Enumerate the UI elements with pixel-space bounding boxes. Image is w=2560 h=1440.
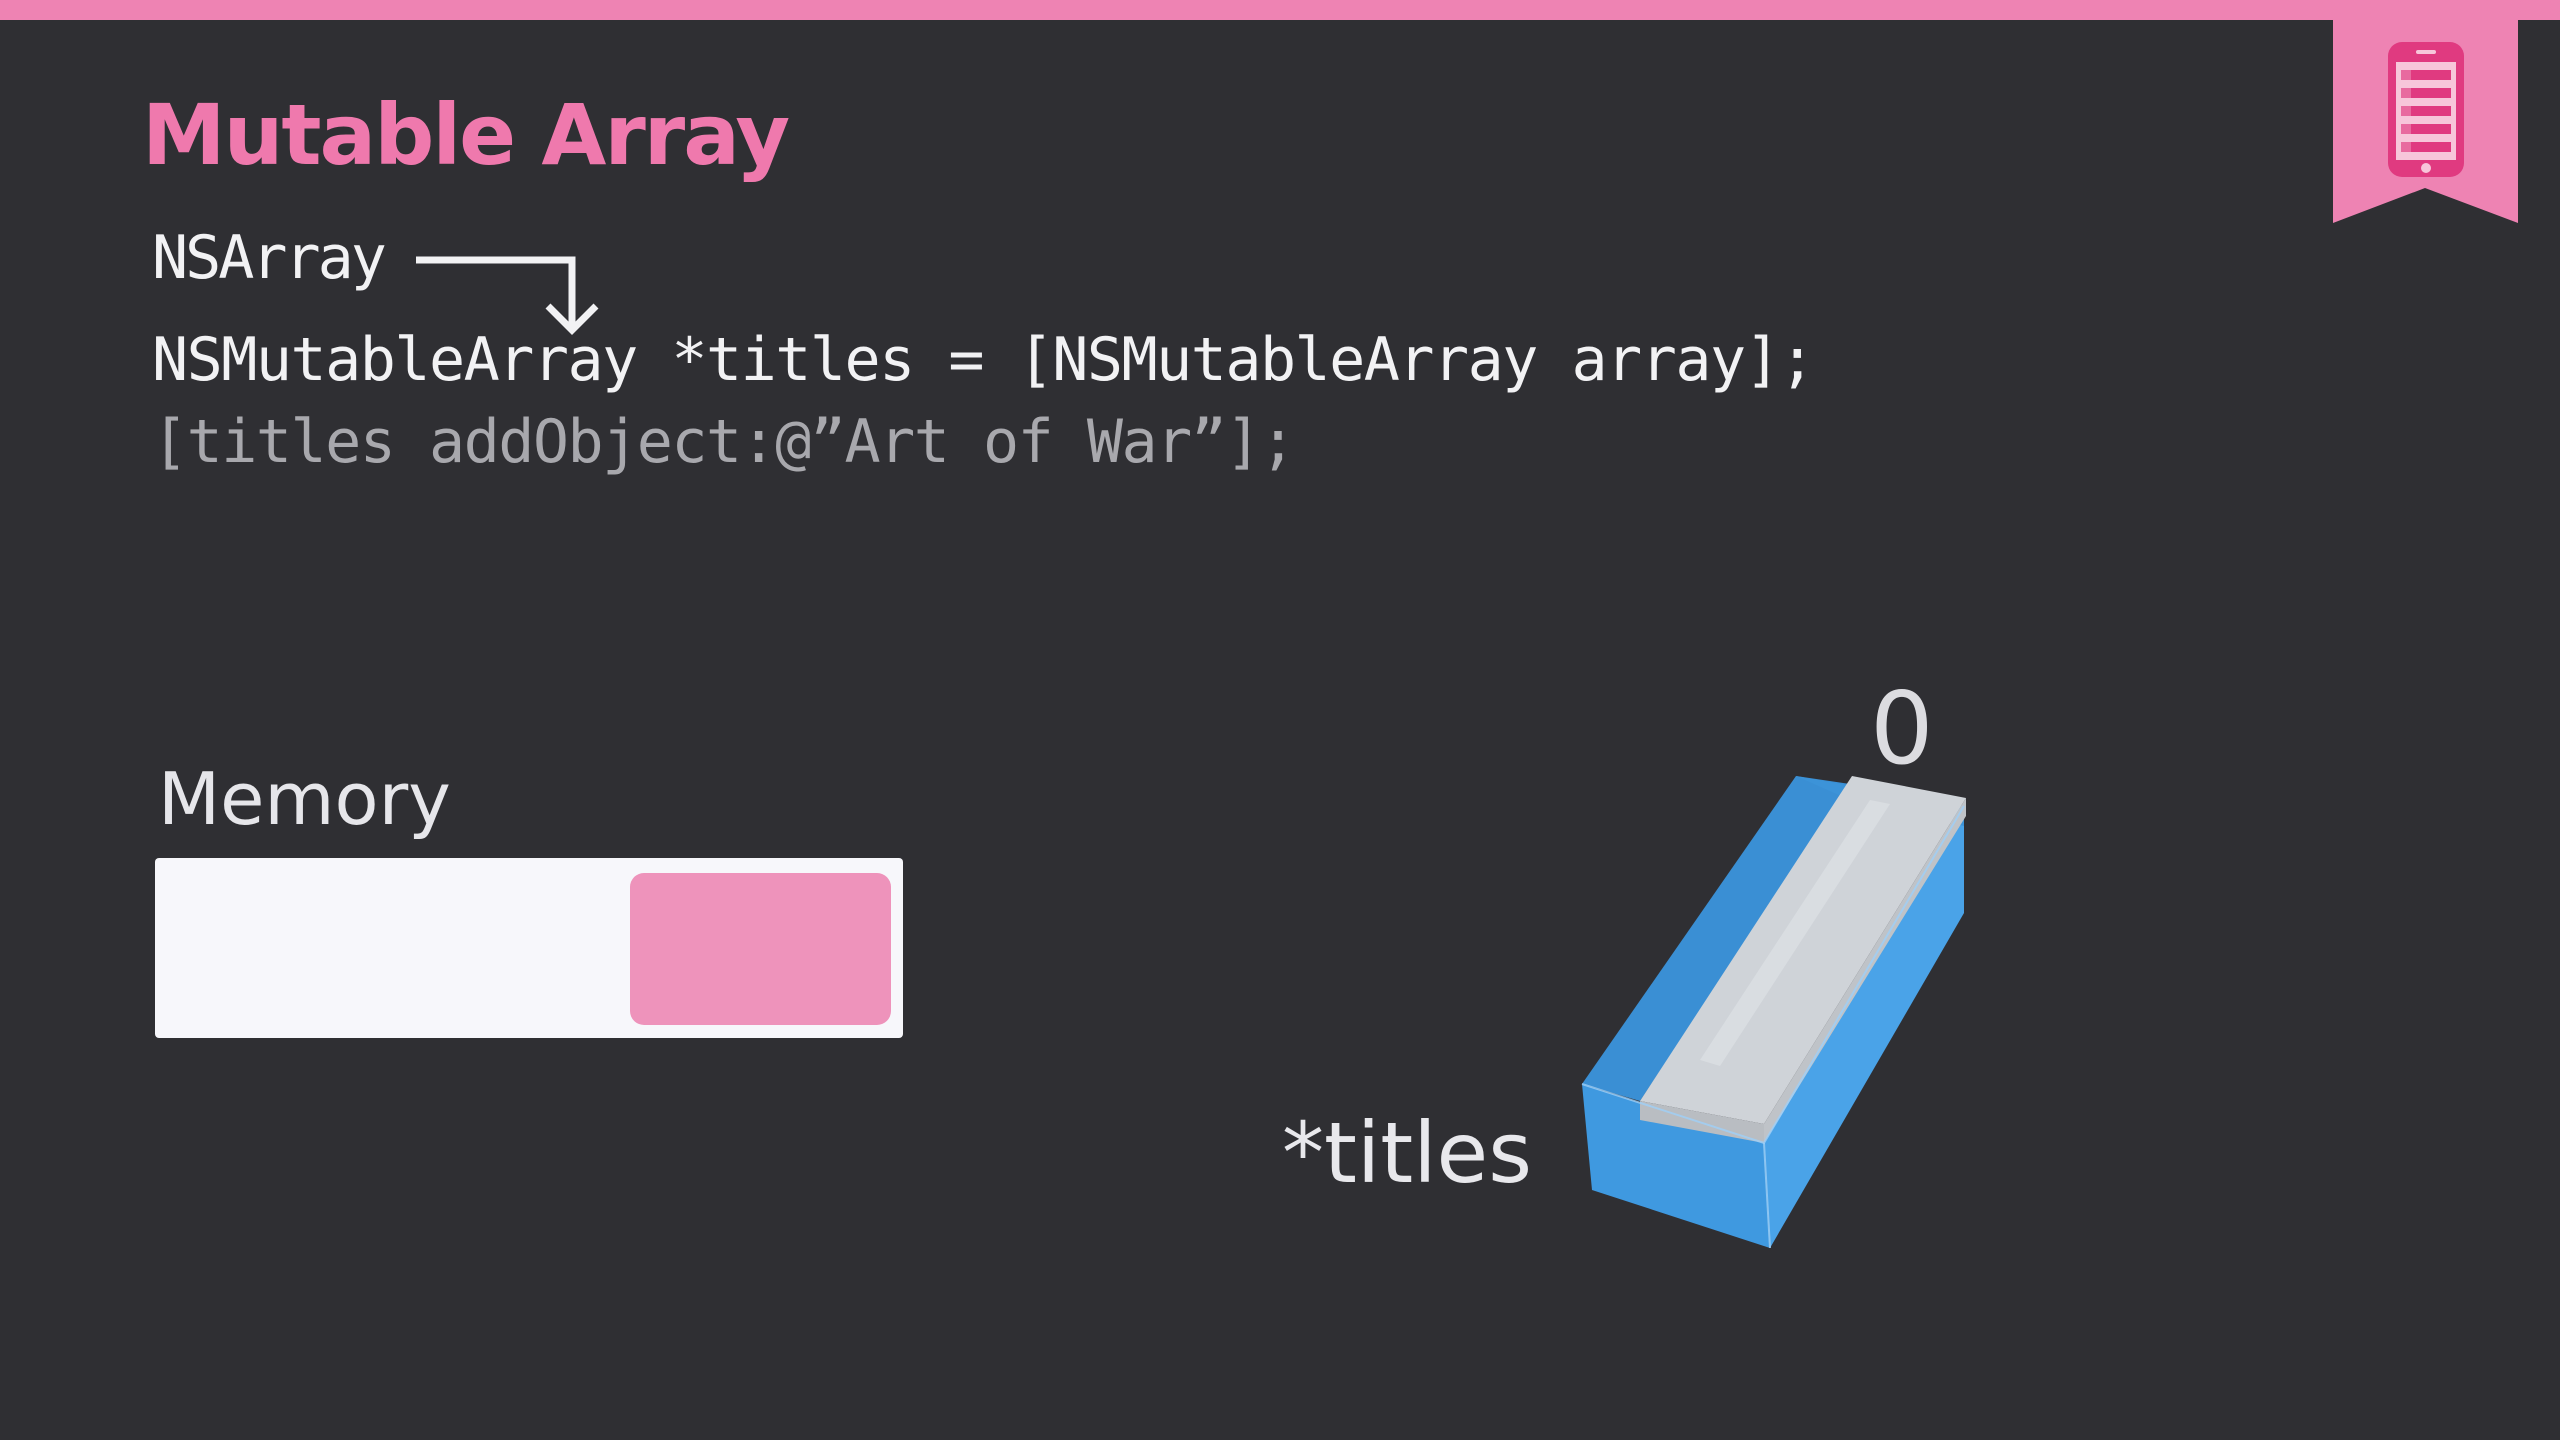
- top-accent-bar: [0, 0, 2560, 20]
- box-left-wall: [1582, 776, 1850, 1101]
- slot-inner-shade: [1700, 800, 1890, 1066]
- pointer-label: *titles: [1282, 1104, 1532, 1202]
- array-index-label: 0: [1870, 670, 1934, 787]
- array-box-3d: [1581, 776, 1966, 1249]
- memory-bar: [155, 858, 903, 1038]
- bookmark-ribbon-icon: [2333, 20, 2518, 223]
- code-line-declaration: NSMutableArray *titles = [NSMutableArray…: [152, 325, 1815, 395]
- slide-title: Mutable Array: [142, 86, 790, 184]
- memory-allocated-block: [630, 873, 891, 1025]
- box-front-face: [1582, 1084, 1770, 1248]
- box-front-edge: [1763, 1142, 1771, 1249]
- code-line-add-object: [titles addObject:@”Art of War”];: [152, 407, 1296, 477]
- box-right-face: [1764, 806, 1964, 1248]
- phone-list-icon: [2388, 42, 2464, 177]
- down-arrow-icon: [416, 256, 599, 335]
- memory-label: Memory: [158, 757, 451, 841]
- code-nsarray-label: NSArray: [152, 223, 387, 293]
